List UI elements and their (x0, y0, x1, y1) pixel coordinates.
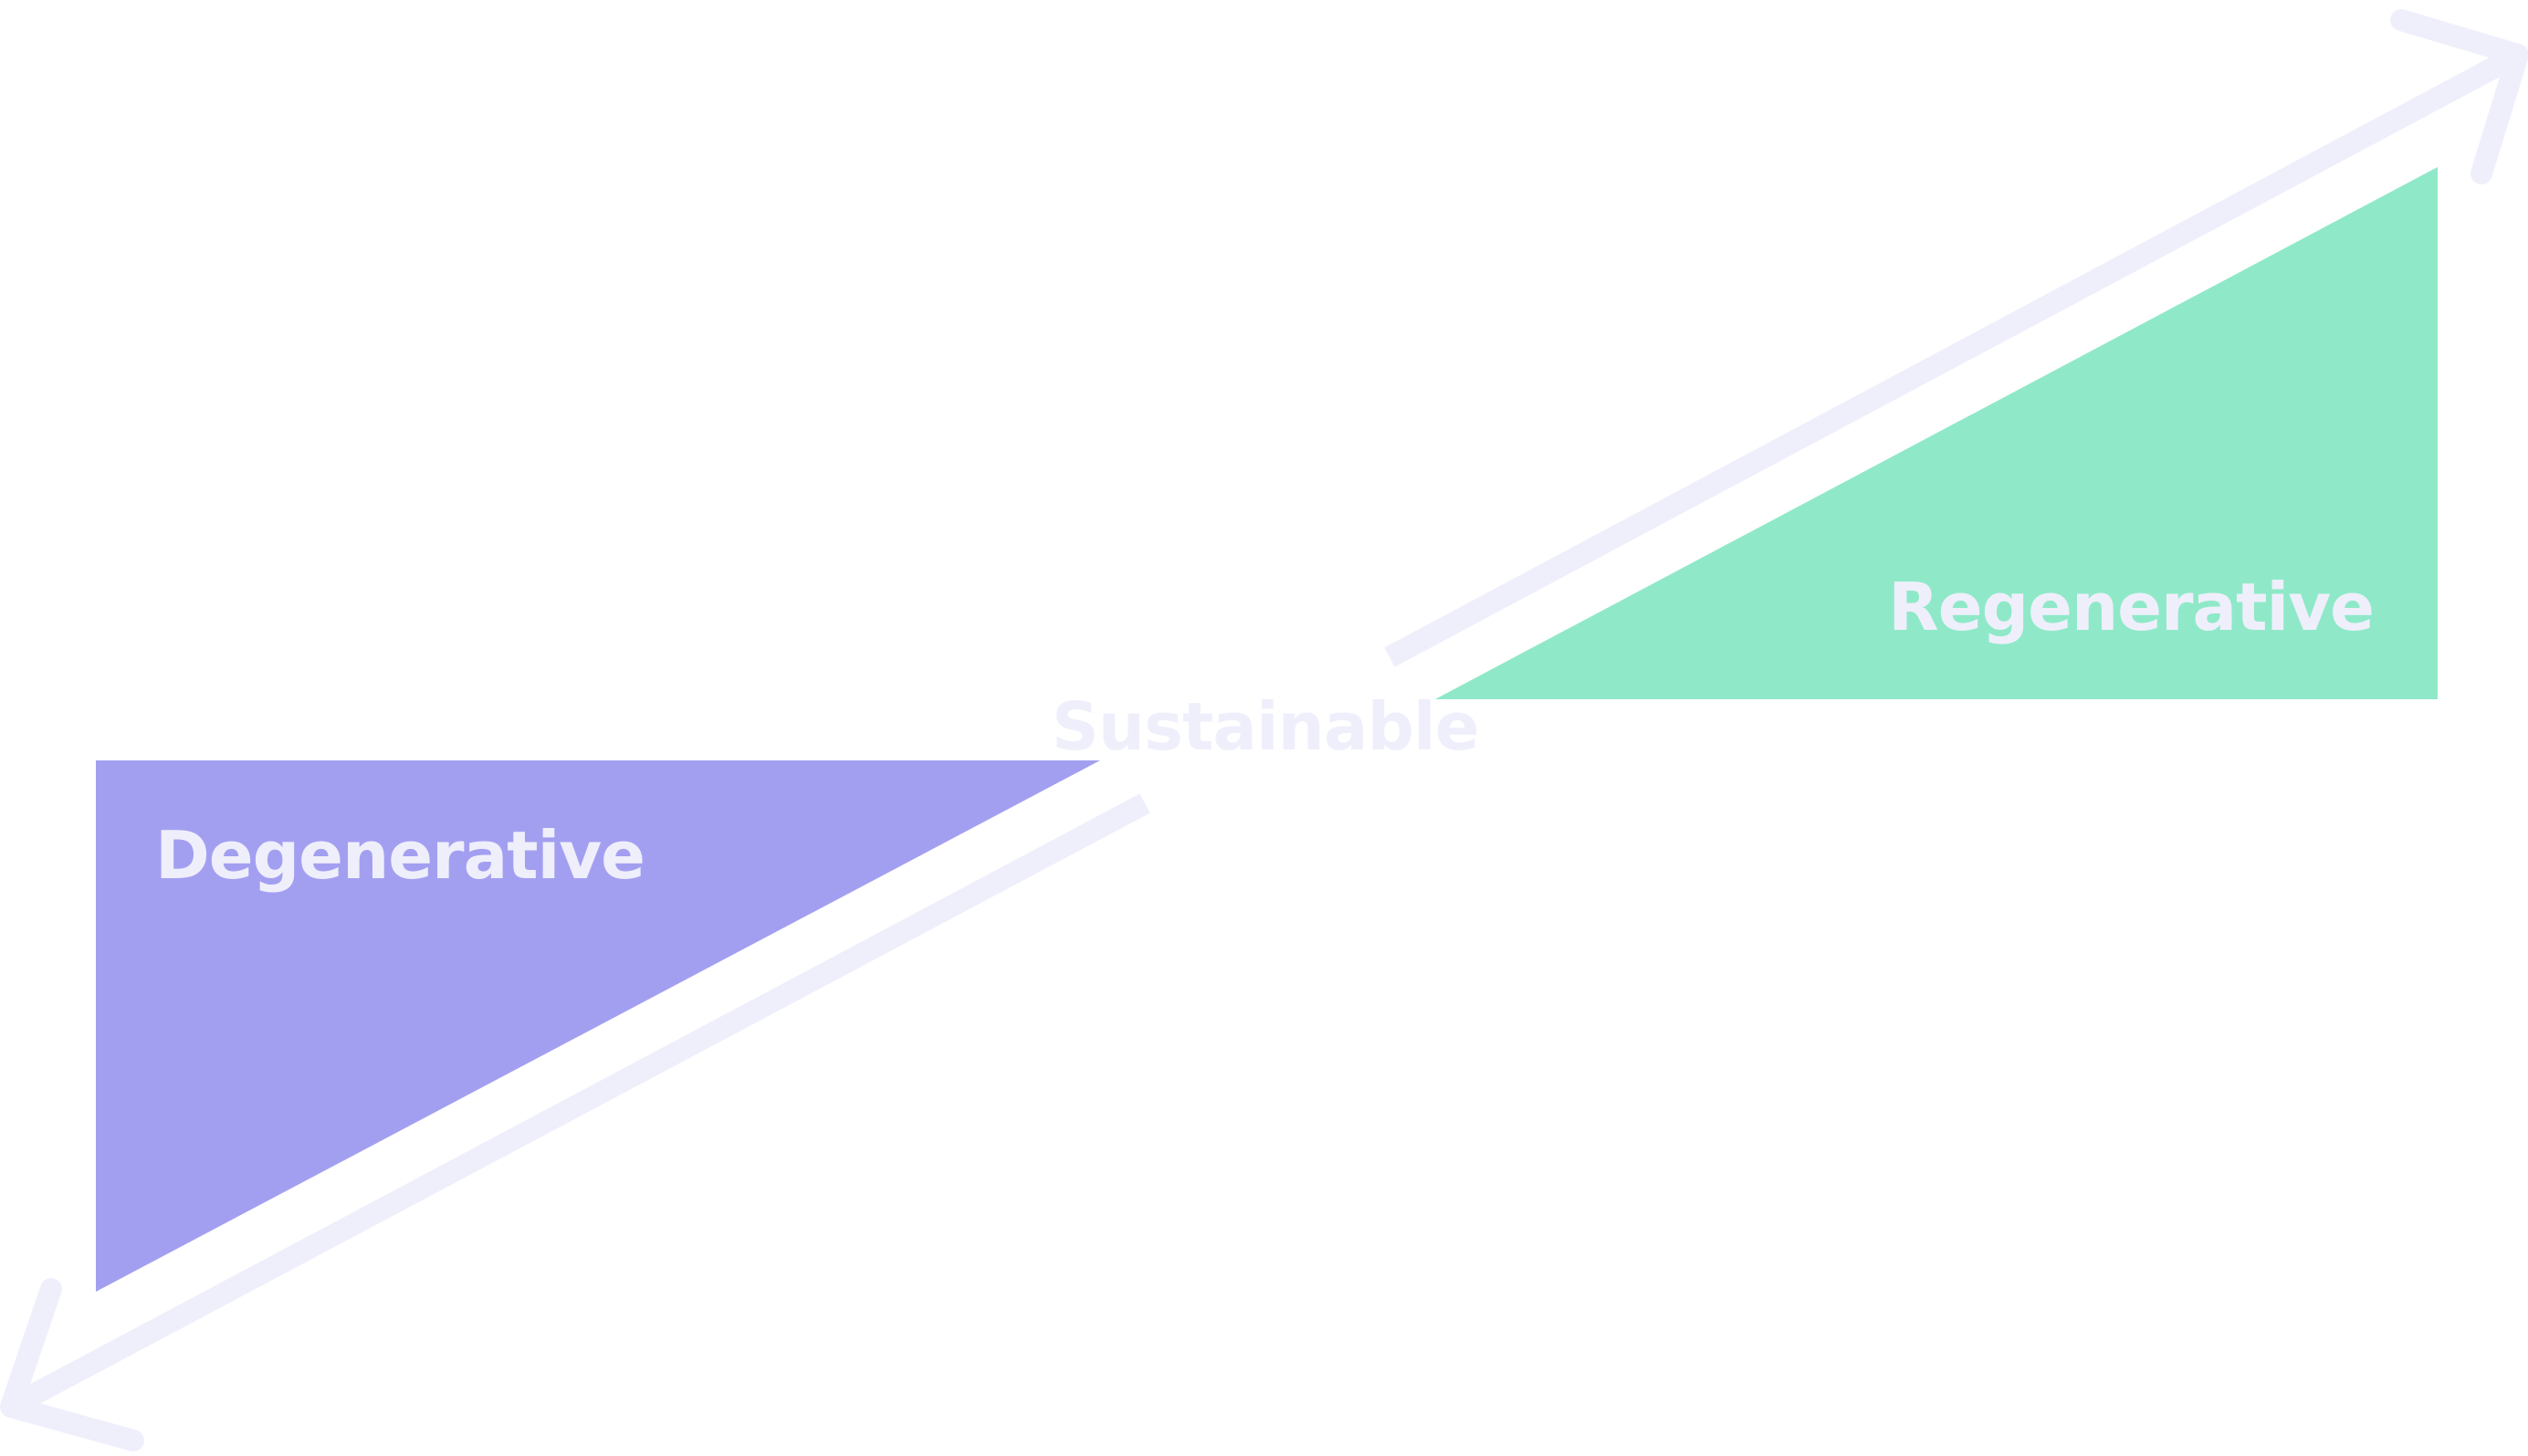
upper-arrow-shaft (1384, 45, 2523, 667)
degenerative-label: Degenerative (155, 817, 645, 894)
sustainable-label: Sustainable (1052, 688, 1479, 765)
upper-arrow-head-icon (2390, 9, 2528, 184)
lower-arrow-shaft (5, 793, 1150, 1417)
regenerative-triangle (1435, 167, 2438, 699)
degenerative-triangle (96, 760, 1100, 1292)
lower-arrow-head-icon (0, 1278, 144, 1451)
regenerative-label: Regenerative (1888, 569, 2374, 645)
